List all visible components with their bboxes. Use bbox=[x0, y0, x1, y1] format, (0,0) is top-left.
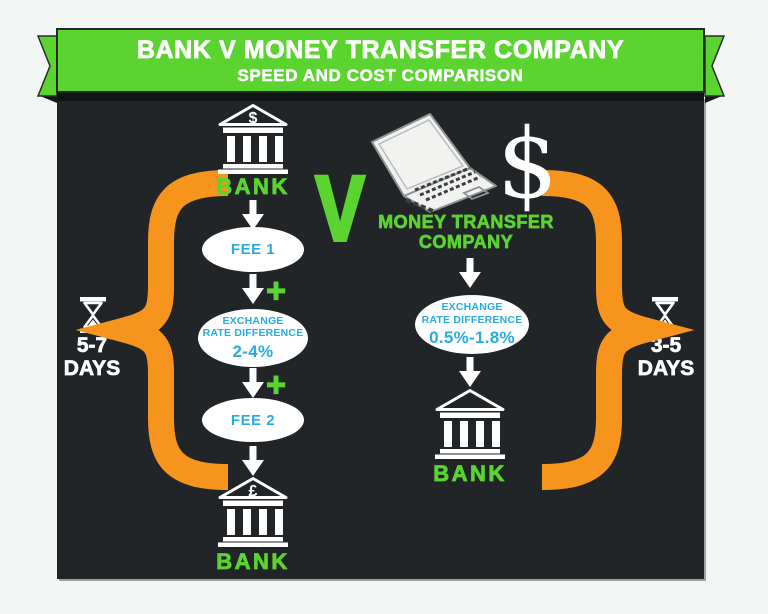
left-exchange-bubble: EXCHANGE RATE DIFFERENCE 2-4% bbox=[198, 309, 308, 367]
fee1-label: FEE 1 bbox=[230, 241, 276, 258]
laptop-icon bbox=[371, 113, 497, 213]
left-duration-value: 5-7 bbox=[76, 334, 108, 358]
plus-icon: + bbox=[265, 366, 286, 404]
company-label-line2: COMPANY bbox=[418, 232, 514, 253]
bank-icon: $ bbox=[218, 104, 288, 174]
arrow-down-icon bbox=[242, 368, 264, 398]
exchange-value: 2-4% bbox=[232, 341, 274, 361]
arrow-down-icon bbox=[459, 357, 481, 387]
title-banner: BANK V MONEY TRANSFER COMPANY SPEED AND … bbox=[36, 28, 726, 104]
ribbon-icon bbox=[36, 28, 726, 103]
left-duration: 5-7 DAYS bbox=[47, 334, 137, 381]
exchange-line1: EXCHANGE bbox=[441, 301, 503, 313]
arrow-down-icon bbox=[242, 274, 264, 304]
bank-top-label: BANK bbox=[216, 174, 290, 200]
arrow-down-icon bbox=[459, 258, 481, 288]
fee1-bubble: FEE 1 bbox=[202, 227, 304, 272]
bank-symbol: $ bbox=[249, 110, 258, 127]
left-brace-icon bbox=[75, 170, 229, 490]
exchange-line2: RATE DIFFERENCE bbox=[421, 313, 523, 326]
plus-icon: + bbox=[265, 272, 286, 310]
company-label-line1: MONEY TRANSFER bbox=[378, 212, 554, 233]
exchange-line2: RATE DIFFERENCE bbox=[202, 327, 304, 339]
fee2-label: FEE 2 bbox=[230, 411, 276, 429]
banner-subtitle: SPEED AND COST COMPARISON bbox=[237, 65, 524, 85]
banner-title: BANK V MONEY TRANSFER COMPANY bbox=[136, 35, 625, 64]
left-duration-unit: DAYS bbox=[63, 357, 121, 381]
company-label: MONEY TRANSFER COMPANY bbox=[368, 212, 564, 253]
bank-icon: £ bbox=[218, 477, 288, 547]
right-brace-icon bbox=[541, 170, 695, 490]
right-duration: 3-5 DAYS bbox=[621, 334, 711, 381]
exchange-line1: EXCHANGE bbox=[222, 314, 284, 327]
versus-letter: V bbox=[314, 158, 366, 260]
right-exchange-bubble: EXCHANGE RATE DIFFERENCE 0.5%-1.8% bbox=[415, 295, 529, 354]
right-duration-unit: DAYS bbox=[637, 357, 695, 381]
arrow-down-icon bbox=[242, 446, 264, 476]
banner-text: BANK V MONEY TRANSFER COMPANY SPEED AND … bbox=[57, 29, 704, 92]
bank-symbol: £ bbox=[249, 483, 258, 500]
exchange-value: 0.5%-1.8% bbox=[429, 328, 515, 347]
bank-right-label: BANK bbox=[433, 461, 507, 487]
dollar-icon: $ bbox=[497, 108, 559, 220]
bank-icon bbox=[435, 389, 505, 459]
fee2-bubble: FEE 2 bbox=[202, 398, 304, 442]
arrow-down-icon bbox=[242, 200, 264, 230]
bank-bottom-label: BANK bbox=[216, 549, 290, 575]
